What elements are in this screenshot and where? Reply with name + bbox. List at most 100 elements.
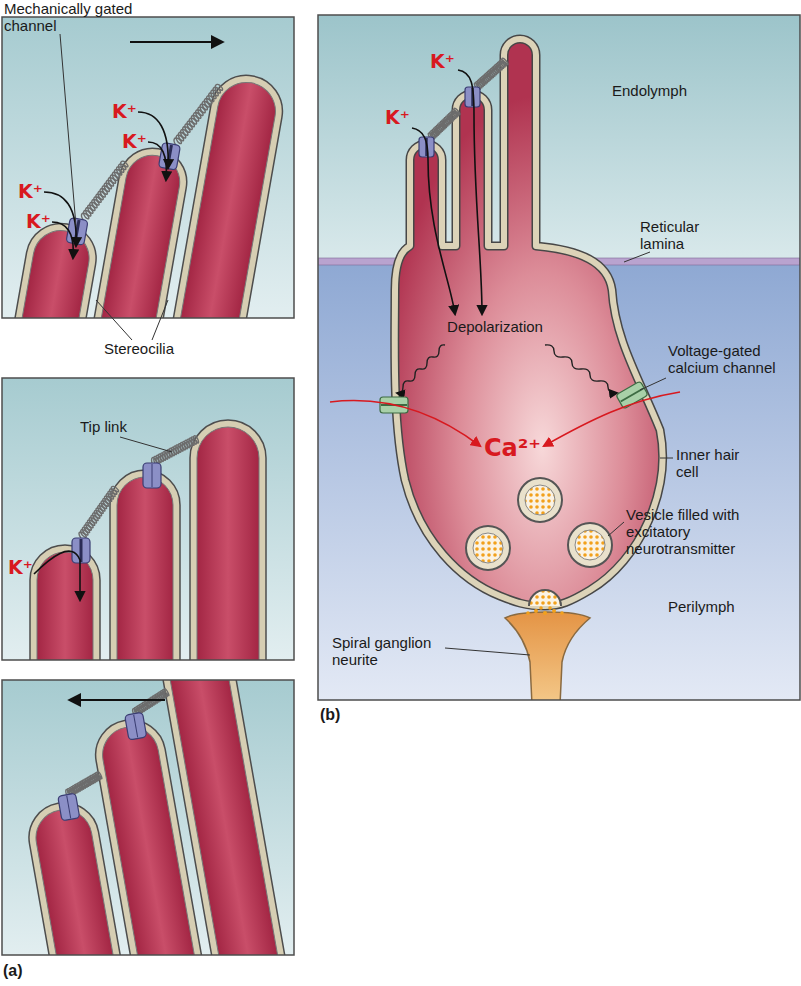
transmitter-dot — [548, 606, 552, 610]
wavy-arrow — [545, 345, 617, 393]
part-label: Stereocilia — [104, 340, 214, 357]
part-label: Tip link — [80, 418, 170, 435]
leader-line — [96, 300, 132, 340]
ion-label: K⁺ — [18, 180, 43, 202]
ion-label: K⁺ — [430, 50, 455, 72]
ion-label: K⁺ — [8, 556, 33, 578]
leader-line — [60, 34, 76, 226]
vesicle — [518, 478, 562, 522]
cell-membrane — [395, 39, 663, 606]
ion-flow-arrow — [412, 128, 455, 314]
transmitter-dot — [552, 609, 556, 613]
stereocilium — [37, 552, 93, 660]
stereocilium — [175, 78, 280, 318]
part-label: Reticular lamina — [640, 218, 730, 252]
tip-link — [80, 160, 129, 222]
ion-flow-arrow — [148, 142, 166, 180]
fusing-vesicle — [529, 590, 561, 606]
stereocilium-membrane — [14, 218, 101, 318]
neurite — [505, 612, 590, 700]
ion-label: K⁺ — [122, 130, 147, 152]
transmitter-dot — [539, 606, 543, 610]
hair-cell-panel — [318, 15, 800, 700]
panel-border — [2, 378, 294, 660]
transmitter-dot — [560, 611, 564, 615]
part-label: Mechanically gated channel — [4, 0, 144, 34]
ion-label: Ca²⁺ — [484, 434, 541, 462]
leader-line — [445, 648, 530, 655]
endolymph-region — [318, 15, 800, 262]
tip-link — [172, 83, 224, 147]
vesicle-content — [473, 533, 503, 563]
region-label: Endolymph — [612, 82, 722, 99]
stereocilium-membrane — [155, 680, 288, 955]
cell-membrane-band — [395, 39, 663, 606]
stereocilium-membrane — [91, 143, 192, 318]
vesicle-content — [525, 485, 555, 515]
channel-seam — [152, 464, 153, 487]
stereocilium — [117, 477, 173, 660]
panel-label: (b) — [320, 706, 340, 723]
vesicle — [466, 526, 510, 570]
part-label: Voltage-gated calcium channel — [668, 342, 793, 376]
closed-channel — [143, 463, 161, 488]
deflection-arrow — [70, 699, 165, 701]
tip-link — [150, 435, 200, 466]
leader-line — [640, 378, 666, 390]
ion-label: K⁺ — [112, 100, 137, 122]
process-label: Depolarization — [430, 318, 560, 335]
leader-line — [120, 437, 172, 452]
transmitter-dot — [543, 611, 547, 615]
tilted-bundle — [2, 680, 288, 955]
wavy-arrow — [397, 345, 445, 393]
transmitter-dot — [534, 609, 538, 613]
panel-border — [2, 17, 294, 318]
tip-link — [427, 108, 461, 141]
ion-flow-arrow — [52, 222, 73, 258]
leader-line — [152, 300, 168, 340]
ion-label: K⁺ — [385, 106, 410, 128]
open-channel — [158, 142, 180, 170]
calcium-influx-arrow — [330, 401, 480, 446]
open-channel — [72, 538, 90, 563]
calcium-influx-arrow — [544, 392, 680, 446]
tip-link — [473, 58, 509, 91]
leader-line — [660, 458, 673, 459]
tilted-bundle — [14, 43, 288, 318]
stereocilium — [163, 680, 281, 955]
closed-channel — [125, 712, 147, 740]
leader-line — [608, 522, 624, 536]
transmitter-dot — [526, 611, 530, 615]
panel-border — [2, 680, 294, 955]
channel-seam — [134, 715, 138, 738]
stereocilium-membrane — [110, 470, 180, 660]
stereocilia-bundle — [14, 43, 288, 318]
tip-link — [77, 485, 119, 540]
ion-flow-arrow — [34, 551, 80, 600]
vesicle — [568, 523, 612, 567]
stereocilium-membrane — [190, 420, 266, 660]
leader-line — [624, 252, 650, 262]
stereocilia-bundle — [30, 420, 266, 660]
ion-flow-arrow — [458, 70, 482, 314]
stereocilium — [197, 427, 259, 660]
channel-pore — [621, 389, 644, 402]
panel-label: (a) — [3, 962, 23, 979]
channel-seam — [67, 796, 71, 819]
part-label: Spiral ganglion neurite — [332, 634, 444, 668]
stereocilium-membrane — [168, 70, 288, 318]
deflection-arrow — [130, 41, 222, 43]
part-label: Vesicle filled with excitatory neurotran… — [626, 506, 748, 557]
vesicle-content — [575, 530, 605, 560]
ion-label: K⁺ — [26, 210, 51, 232]
panel-border — [318, 15, 800, 700]
region-label: Perilymph — [668, 598, 778, 615]
stereocilium-membrane — [30, 545, 100, 660]
stereocilia-bundle — [2, 680, 288, 955]
hair-cell-body — [395, 39, 663, 606]
part-label: Inner hair cell — [676, 446, 756, 480]
closed-channel — [58, 793, 80, 821]
